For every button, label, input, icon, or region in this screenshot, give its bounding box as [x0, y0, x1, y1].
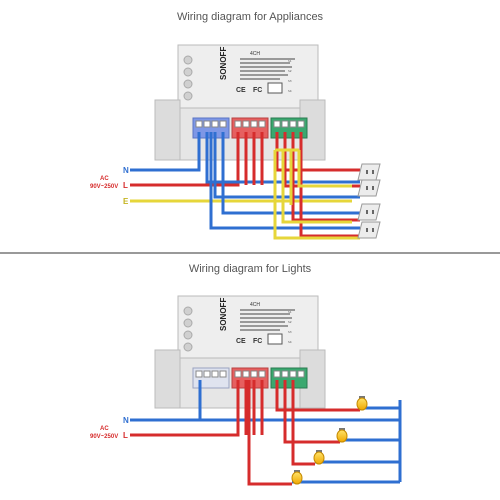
device-model-label-bottom: 4CH [250, 302, 260, 308]
top-voltage-label: 90V~250V [90, 184, 118, 190]
ce-mark: CE [236, 87, 246, 94]
bottom-voltage-label: 90V~250V [90, 434, 118, 440]
top-ac-label: AC [100, 176, 109, 182]
device-model-label: 4CH [250, 51, 260, 57]
top-live-label: L [123, 181, 128, 190]
top-terminal-blocks [192, 117, 308, 139]
bottom-neutral-label: N [123, 416, 129, 425]
svg-text:S4: S4 [288, 89, 292, 93]
bottom-live-label: L [123, 431, 128, 440]
svg-text:FC: FC [253, 338, 262, 345]
svg-text:CE: CE [236, 338, 246, 345]
bottom-terminal-blocks [192, 367, 308, 389]
svg-text:S2: S2 [288, 69, 292, 73]
device-brand-label: SONOFF [219, 47, 228, 80]
bottom-ac-label: AC [100, 426, 109, 432]
top-wires [130, 132, 360, 240]
bottom-title: Wiring diagram for Lights [189, 263, 312, 275]
svg-text:S2: S2 [288, 320, 292, 324]
top-neutral-label: N [123, 166, 129, 175]
light-bulb-icon [291, 396, 368, 485]
svg-text:S1: S1 [288, 59, 292, 63]
outlet-icon [357, 163, 381, 239]
device-brand-label-bottom: SONOFF [219, 298, 228, 331]
svg-text:S1: S1 [288, 310, 292, 314]
bottom-wires [130, 380, 402, 486]
svg-text:S3: S3 [288, 330, 292, 334]
bottom-sonoff-device: SONOFF 4CH CE FC S1 S2 S3 S4 [154, 295, 326, 409]
svg-text:S3: S3 [288, 79, 292, 83]
top-title: Wiring diagram for Appliances [177, 11, 324, 23]
top-earth-label: E [123, 197, 129, 206]
svg-text:S4: S4 [288, 340, 292, 344]
fcc-mark: FC [253, 87, 262, 94]
